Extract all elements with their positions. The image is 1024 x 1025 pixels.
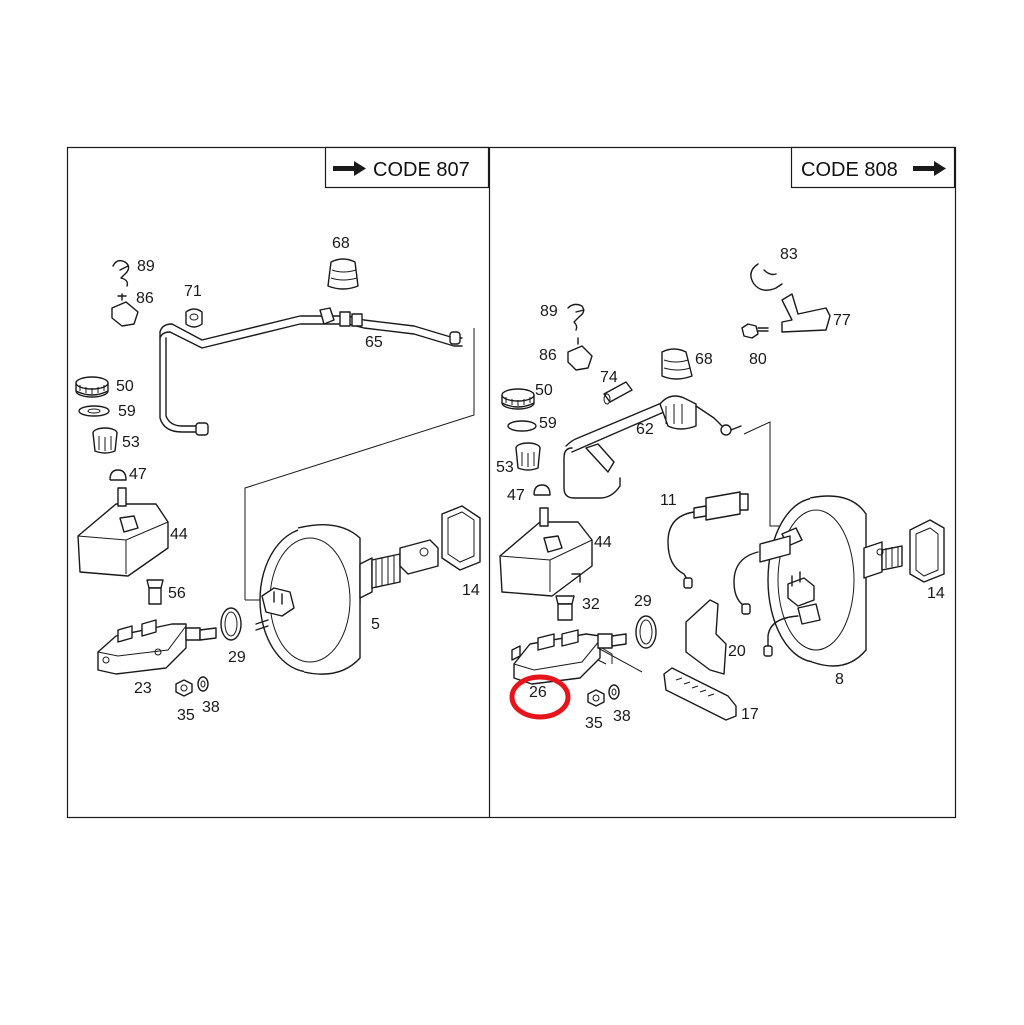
part-14-gasket-icon bbox=[909, 519, 945, 583]
label-47: 47 bbox=[129, 466, 147, 483]
label-23: 23 bbox=[134, 680, 152, 697]
part-89-clip-icon bbox=[567, 303, 585, 331]
part-50-cap-icon bbox=[75, 376, 109, 398]
part-29-oring-icon bbox=[635, 615, 657, 649]
label-50: 50 bbox=[535, 382, 553, 399]
part-59-washer-icon bbox=[507, 420, 537, 432]
part-38-washer-icon bbox=[608, 684, 620, 700]
part-56-plug-icon bbox=[146, 579, 164, 605]
label-8: 8 bbox=[835, 671, 844, 688]
highlight-ring-26 bbox=[509, 674, 571, 720]
part-26-master-cylinder-icon bbox=[511, 629, 643, 685]
part-35-nut-icon bbox=[587, 689, 605, 707]
part-44-reservoir-icon bbox=[77, 487, 169, 577]
label-29: 29 bbox=[634, 593, 652, 610]
label-83: 83 bbox=[780, 246, 798, 263]
label-53: 53 bbox=[122, 434, 140, 451]
part-44-reservoir-icon bbox=[499, 507, 593, 597]
arrow-right-icon bbox=[913, 161, 946, 176]
part-17-sensor-icon bbox=[663, 667, 737, 721]
label-44: 44 bbox=[594, 534, 612, 551]
label-65: 65 bbox=[365, 334, 383, 351]
label-53: 53 bbox=[496, 459, 514, 476]
label-35: 35 bbox=[585, 715, 603, 732]
part-20-bracket-icon bbox=[685, 599, 727, 675]
label-56: 56 bbox=[168, 585, 186, 602]
label-5: 5 bbox=[371, 616, 380, 633]
part-38-washer-icon bbox=[197, 676, 209, 692]
part-8-brake-booster-icon bbox=[733, 495, 903, 667]
part-68-boot-icon bbox=[327, 258, 359, 290]
label-11: 11 bbox=[660, 492, 677, 509]
label-68: 68 bbox=[695, 351, 713, 368]
part-77-bracket-icon bbox=[781, 293, 831, 333]
part-62-vacuum-line bbox=[563, 395, 742, 499]
label-38: 38 bbox=[613, 708, 631, 725]
header-left-label: CODE 807 bbox=[373, 159, 470, 181]
part-89-clip-icon bbox=[112, 259, 130, 287]
label-26: 26 bbox=[529, 684, 547, 701]
part-50-cap-icon bbox=[501, 388, 535, 410]
label-47: 47 bbox=[507, 487, 525, 504]
right-panel: 83 77 80 89 86 68 74 50 59 62 53 47 11 4… bbox=[496, 246, 945, 732]
left-panel: 89 86 71 68 65 50 59 53 47 44 56 14 5 29… bbox=[75, 235, 481, 724]
part-68-boot-icon bbox=[661, 348, 693, 380]
part-47-cap-icon bbox=[109, 469, 127, 481]
label-14: 14 bbox=[462, 582, 480, 599]
header-right: CODE 808 bbox=[790, 146, 956, 189]
label-89: 89 bbox=[137, 258, 155, 275]
part-14-gasket-icon bbox=[441, 505, 481, 571]
part-86-connector-icon bbox=[567, 337, 593, 371]
label-32: 32 bbox=[582, 596, 600, 613]
label-50: 50 bbox=[116, 378, 134, 395]
label-62: 62 bbox=[636, 421, 654, 438]
header-right-label: CODE 808 bbox=[801, 159, 898, 181]
label-14: 14 bbox=[927, 585, 945, 602]
part-32-plug-icon bbox=[555, 595, 575, 621]
part-71-grommet-icon bbox=[185, 308, 203, 328]
diagram-frame bbox=[66, 146, 957, 819]
part-59-washer-icon bbox=[78, 405, 110, 417]
part-11-sensor-icon bbox=[667, 491, 749, 589]
label-59: 59 bbox=[539, 415, 557, 432]
part-83-clip-icon bbox=[750, 263, 783, 291]
part-53-filter-icon bbox=[515, 442, 541, 471]
right-leader-lines bbox=[743, 421, 780, 527]
part-74-sleeve-icon bbox=[603, 381, 633, 405]
label-20: 20 bbox=[728, 643, 746, 660]
label-38: 38 bbox=[202, 699, 220, 716]
label-44: 44 bbox=[170, 526, 188, 543]
header-left: CODE 807 bbox=[324, 146, 490, 189]
part-65-vacuum-line bbox=[159, 307, 463, 436]
arrow-right-icon bbox=[333, 161, 366, 176]
part-35-nut-icon bbox=[175, 679, 193, 697]
part-47-cap-icon bbox=[533, 484, 551, 496]
label-29: 29 bbox=[228, 649, 246, 666]
part-29-oring-icon bbox=[220, 607, 242, 641]
label-74: 74 bbox=[600, 369, 618, 386]
part-5-brake-booster-icon bbox=[255, 523, 439, 675]
label-17: 17 bbox=[741, 706, 759, 723]
part-80-bolt-icon bbox=[741, 323, 769, 339]
part-23-master-cylinder-icon bbox=[97, 619, 217, 675]
label-59: 59 bbox=[118, 403, 136, 420]
label-86: 86 bbox=[136, 290, 154, 307]
label-80: 80 bbox=[749, 351, 767, 368]
part-86-connector-icon bbox=[111, 293, 139, 327]
label-77: 77 bbox=[833, 312, 851, 329]
label-68: 68 bbox=[332, 235, 350, 252]
label-86: 86 bbox=[539, 347, 557, 364]
label-71: 71 bbox=[184, 283, 202, 300]
part-53-filter-icon bbox=[92, 427, 118, 454]
label-35: 35 bbox=[177, 707, 195, 724]
label-89: 89 bbox=[540, 303, 558, 320]
part-59-washer-hole bbox=[87, 408, 101, 414]
